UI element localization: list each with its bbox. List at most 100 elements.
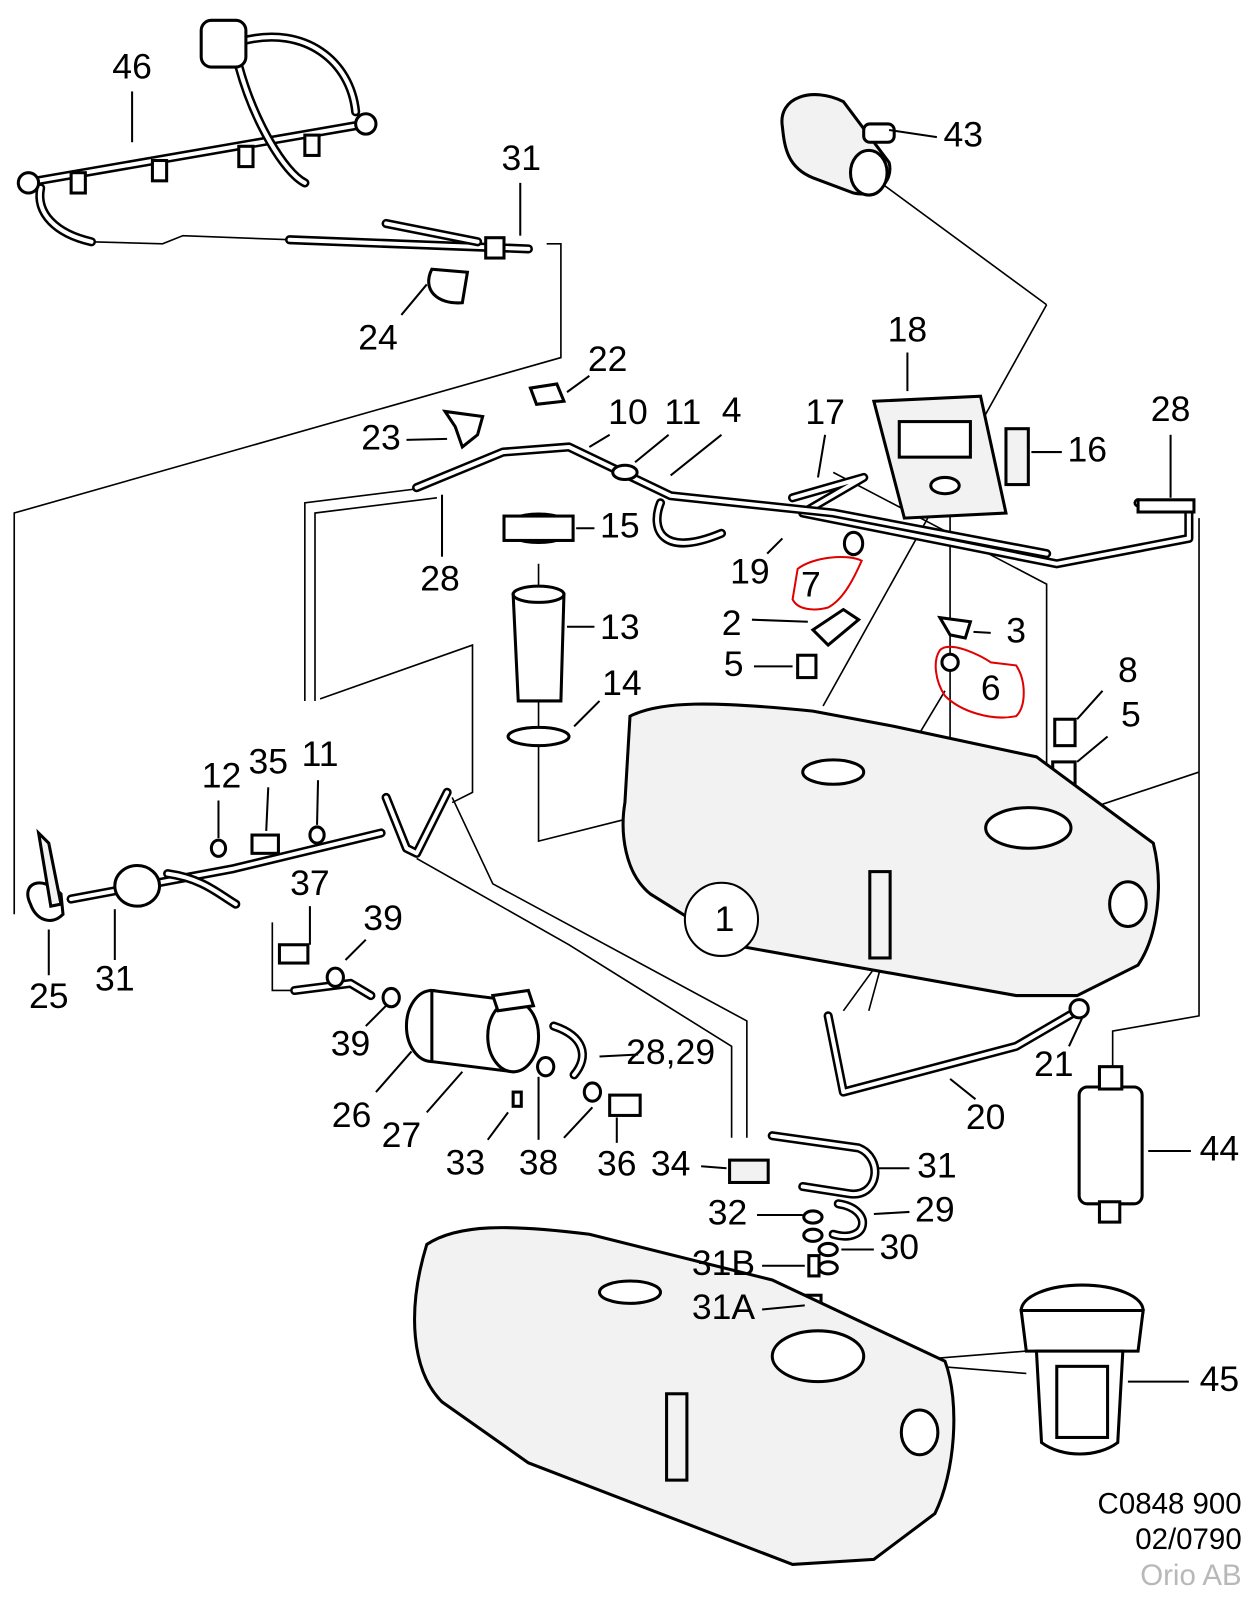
elbow-3	[937, 615, 973, 640]
label-29: 29	[915, 1189, 955, 1229]
valve-5	[796, 653, 818, 680]
label-4: 4	[722, 390, 742, 430]
clip-34	[728, 1158, 770, 1184]
o-ring-14	[506, 725, 571, 748]
label-31B: 31B	[692, 1243, 755, 1283]
copyright: Orio AB	[1140, 1559, 1242, 1592]
label-16: 16	[1067, 429, 1107, 469]
label-45: 45	[1200, 1359, 1240, 1399]
label-1: 1	[715, 899, 735, 939]
label-28b: 28	[420, 558, 460, 598]
label-31c: 31	[917, 1146, 957, 1186]
label-17: 17	[805, 392, 845, 432]
label-39b: 39	[331, 1024, 371, 1064]
seal-30	[817, 1241, 839, 1258]
pad-16	[1004, 427, 1030, 487]
valve-35	[250, 833, 280, 855]
grommet	[929, 475, 961, 496]
clip-28	[1136, 498, 1196, 514]
pump-module-45	[1019, 1283, 1145, 1456]
label-12: 12	[202, 756, 242, 796]
label-3: 3	[1006, 610, 1026, 650]
filler-neck-43	[780, 93, 896, 197]
label-28: 28	[1151, 389, 1191, 429]
connector-31	[484, 236, 506, 260]
label-39: 39	[363, 898, 403, 938]
label-13: 13	[600, 607, 640, 647]
label-26: 26	[332, 1095, 372, 1135]
label-44: 44	[1200, 1128, 1240, 1168]
label-leaders	[47, 91, 1191, 1383]
clip-4	[611, 463, 639, 482]
label-23: 23	[361, 417, 401, 457]
red-markup-6	[934, 645, 1025, 719]
clip-22	[528, 382, 567, 406]
label-27: 27	[382, 1115, 422, 1155]
clip-24	[427, 267, 470, 305]
label-21: 21	[1034, 1044, 1074, 1084]
label-7: 7	[801, 565, 821, 605]
label-10: 10	[608, 392, 648, 432]
label-31: 31	[501, 138, 541, 178]
label-2: 2	[722, 603, 742, 643]
label-5b: 5	[1121, 695, 1141, 735]
seal-32b	[802, 1227, 824, 1243]
fuel-rail-46	[16, 18, 378, 247]
label-31b: 31	[95, 959, 135, 999]
label-28-29: 28,29	[626, 1032, 715, 1072]
part-number-labels: 46 31 24 43 18 22 23 10 11 4 17 28 16 15…	[29, 46, 1239, 1399]
valve-8	[1053, 717, 1077, 748]
banjo-bolt-37	[277, 943, 310, 965]
label-38: 38	[519, 1143, 559, 1183]
lock-ring-body	[502, 514, 575, 542]
filter-31	[113, 863, 162, 908]
label-5: 5	[724, 644, 744, 684]
seal-12	[209, 838, 228, 858]
grommet-6	[940, 652, 960, 672]
nut-21	[1068, 998, 1090, 1020]
fuel-tank-lower	[413, 1226, 956, 1566]
label-6: 6	[981, 668, 1001, 708]
elbow-2	[810, 607, 862, 648]
drawing-date: 02/0790	[1135, 1523, 1241, 1556]
label-11: 11	[664, 392, 701, 432]
drawing-code: C0848 900	[1098, 1488, 1242, 1521]
label-31A: 31A	[692, 1287, 756, 1327]
label-43: 43	[944, 115, 984, 155]
label-34: 34	[651, 1144, 691, 1184]
banjo-bolt-36	[608, 1093, 642, 1117]
label-35: 35	[248, 741, 288, 781]
fuel-filter-26-27	[404, 988, 541, 1074]
label-25: 25	[29, 976, 69, 1016]
label-22: 22	[588, 339, 628, 379]
clip-23	[441, 409, 485, 450]
label-36: 36	[597, 1144, 637, 1184]
filter-44	[1077, 1065, 1144, 1224]
callout-circle-1	[683, 881, 760, 957]
label-33: 33	[446, 1143, 486, 1183]
label-15: 15	[600, 506, 640, 546]
washer-38	[536, 1055, 556, 1078]
cover-plate-window	[897, 420, 972, 459]
fuel-pump-top	[511, 584, 566, 604]
fitting-31B	[807, 1254, 821, 1278]
label-30: 30	[879, 1227, 919, 1267]
label-24: 24	[358, 318, 398, 358]
washer-38b	[582, 1081, 603, 1103]
seal-11	[308, 825, 326, 845]
label-14: 14	[602, 663, 642, 703]
label-32: 32	[708, 1192, 748, 1232]
fuel-tank-1	[621, 702, 1160, 998]
label-46: 46	[112, 46, 152, 86]
strap-25	[36, 828, 63, 908]
washer-39	[325, 966, 345, 988]
washer-39b	[381, 986, 401, 1009]
label-20: 20	[966, 1097, 1006, 1137]
clamp-7	[842, 530, 865, 557]
seal-30b	[817, 1260, 839, 1276]
screw-33	[511, 1090, 523, 1108]
label-8: 8	[1118, 650, 1138, 690]
label-11b: 11	[302, 734, 339, 774]
